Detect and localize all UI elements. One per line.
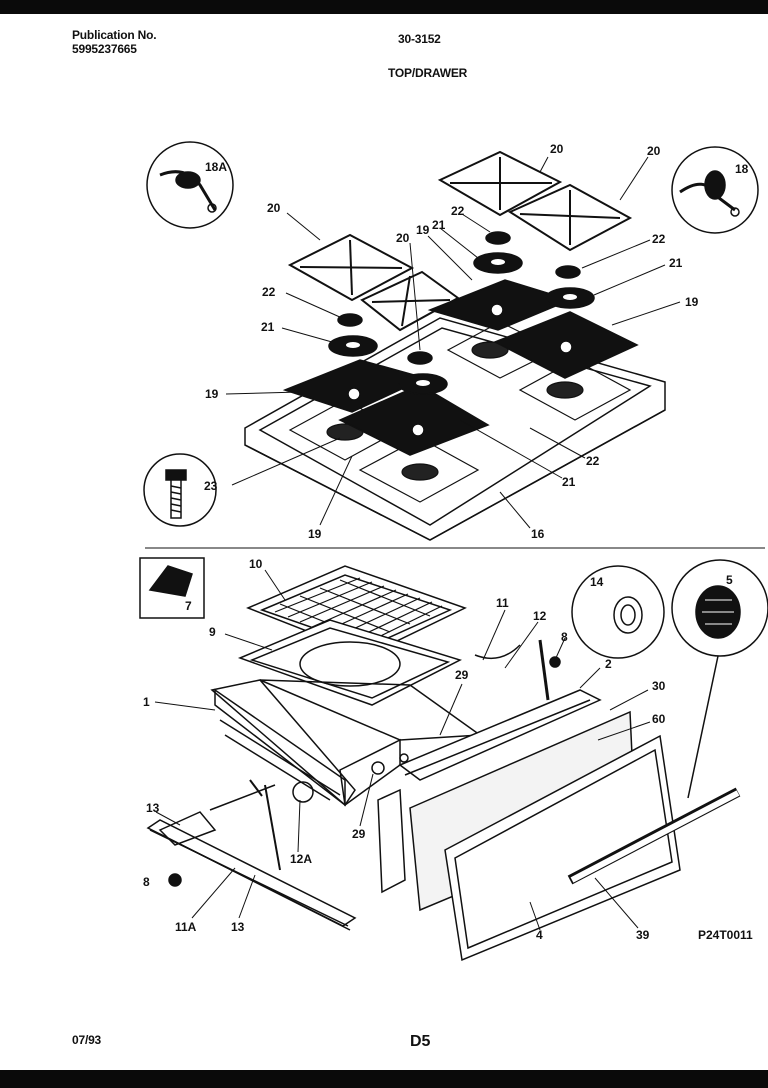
diagram-code: P24T0011 <box>698 928 753 942</box>
callout-29: 29 <box>455 668 469 682</box>
callout-23: 23 <box>204 479 218 493</box>
inset-23-bolt <box>143 453 217 527</box>
inset-18 <box>671 146 759 234</box>
callout-19: 19 <box>416 223 430 237</box>
drawer-front <box>444 734 681 962</box>
callout-22: 22 <box>586 454 600 468</box>
burner-top-right <box>427 279 639 379</box>
callout-14: 14 <box>590 575 604 589</box>
footer-date: 07/93 <box>72 1033 102 1047</box>
callout-20: 20 <box>550 142 564 156</box>
callout-13: 13 <box>231 920 245 934</box>
callout-9: 9 <box>209 625 216 639</box>
callout-18: 18 <box>735 162 749 176</box>
page-number: D5 <box>410 1033 431 1050</box>
callout-11A: 11A <box>175 920 197 934</box>
callout-20: 20 <box>647 144 661 158</box>
inset-18A <box>146 141 234 229</box>
callout-19: 19 <box>685 295 699 309</box>
bottom-border <box>0 1070 768 1088</box>
publication-number: 5995237665 <box>72 42 137 56</box>
callout-20: 20 <box>267 201 281 215</box>
callout-29: 29 <box>352 827 366 841</box>
callout-8: 8 <box>143 875 150 889</box>
grates <box>287 150 633 332</box>
drawer-box <box>210 679 483 807</box>
leader-lines-lower <box>154 569 651 931</box>
hardware-small <box>168 639 561 887</box>
callout-19: 19 <box>205 387 219 401</box>
inset-7-box <box>139 557 205 619</box>
callout-2: 2 <box>605 657 612 671</box>
top-border <box>0 0 768 14</box>
callout-12: 12 <box>533 609 547 623</box>
callout-20: 20 <box>396 231 410 245</box>
callout-4: 4 <box>536 928 543 942</box>
inset-5-knob <box>671 559 768 799</box>
callout-22: 22 <box>652 232 666 246</box>
slide-rail <box>146 784 357 931</box>
callout-8: 8 <box>561 630 568 644</box>
broiler-pan <box>237 619 462 706</box>
callout-7: 7 <box>185 599 192 613</box>
callout-16: 16 <box>531 527 545 541</box>
section-title: TOP/DRAWER <box>388 66 468 80</box>
callout-5: 5 <box>726 573 733 587</box>
callout-12A: 12A <box>290 852 313 866</box>
callout-60: 60 <box>652 712 666 726</box>
callout-21: 21 <box>669 256 683 270</box>
callout-1: 1 <box>143 695 150 709</box>
side-bracket <box>398 689 602 781</box>
callout-18A: 18A <box>205 160 228 174</box>
callout-22: 22 <box>451 204 465 218</box>
inset-14-knob <box>571 565 665 659</box>
leader-lines-upper <box>225 156 681 529</box>
callout-13: 13 <box>146 801 160 815</box>
callout-30: 30 <box>652 679 666 693</box>
drawer-handle <box>567 787 741 885</box>
publication-label: Publication No. <box>72 28 157 42</box>
callout-21: 21 <box>562 475 576 489</box>
model-number: 30-3152 <box>398 32 441 46</box>
callout-21: 21 <box>432 218 446 232</box>
callout-22: 22 <box>262 285 276 299</box>
callout-10: 10 <box>249 557 263 571</box>
callout-39: 39 <box>636 928 650 942</box>
callout-21: 21 <box>261 320 275 334</box>
burner-top-left <box>282 359 490 456</box>
callout-19: 19 <box>308 527 322 541</box>
callout-11: 11 <box>496 596 509 610</box>
burner-caps <box>328 231 595 395</box>
